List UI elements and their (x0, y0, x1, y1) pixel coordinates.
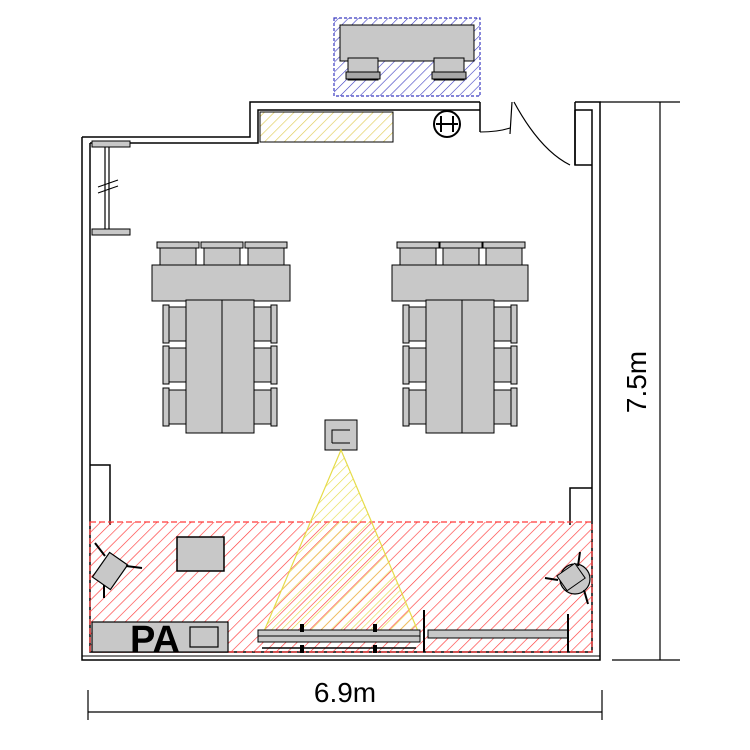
projector-icon (324, 419, 358, 451)
width-dimension (87, 690, 603, 720)
height-dimension (600, 101, 680, 661)
door-icon (479, 101, 576, 166)
monitor (176, 536, 225, 572)
speaker-icon (433, 110, 461, 138)
pa-label: PA (130, 619, 180, 661)
stage-tables (257, 610, 569, 653)
width-label: 6.9m (314, 677, 376, 708)
whiteboard (91, 140, 131, 236)
pa-equipment (91, 621, 229, 653)
outside-area (333, 17, 481, 97)
speaker-icon (544, 551, 591, 605)
table-group-right (391, 241, 529, 434)
height-label: 7.5m (621, 351, 652, 413)
speaker-icon (91, 542, 143, 598)
storage-shelf (259, 111, 394, 143)
table-group-left (151, 241, 291, 434)
